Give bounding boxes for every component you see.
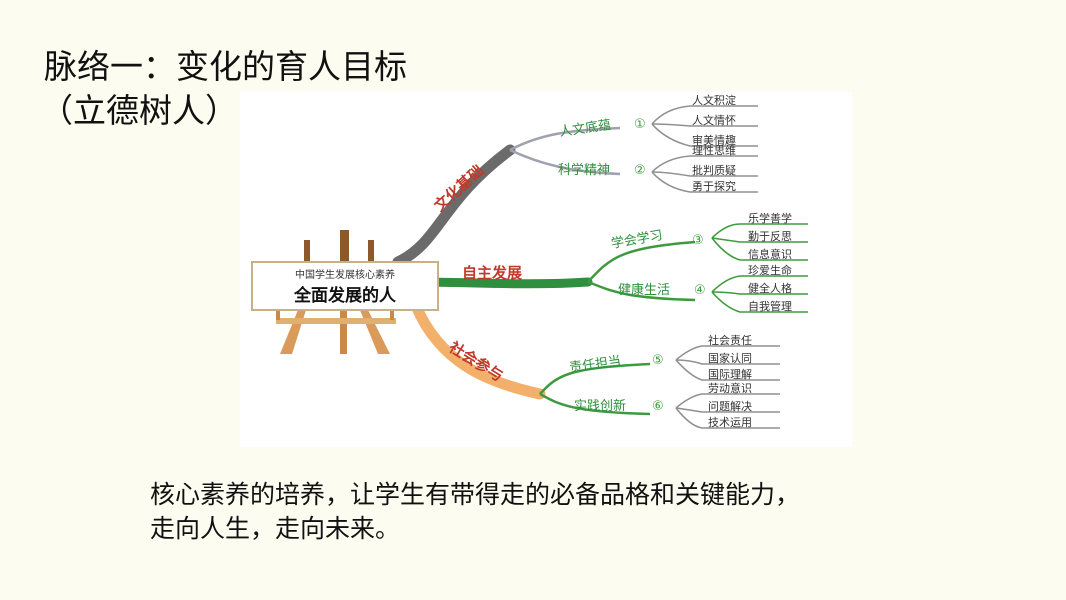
branch-label-1: 文化基础: [431, 161, 488, 215]
center-node-line1: 中国学生发展核心素养: [295, 268, 395, 281]
sub-num-3: ③: [692, 233, 704, 248]
slide-title: 脉络一：变化的育人目标: [44, 47, 407, 86]
center-node: 中国学生发展核心素养 全面发展的人: [251, 261, 439, 311]
leaf-labels: 人文积淀 人文情怀 审美情趣 理性思维 批判质疑 勇于探究 乐学善学 勤于反思 …: [692, 93, 792, 429]
leaf-1-2: 人文情怀: [692, 113, 736, 127]
leaf-4-1: 珍爱生命: [748, 263, 792, 277]
sub-label-6: 实践创新: [574, 398, 626, 414]
leaf-6-1: 劳动意识: [708, 381, 752, 395]
leaf-1-3: 审美情趣: [692, 133, 736, 147]
leaf-4-3: 自我管理: [748, 299, 792, 313]
leaf-5-1: 社会责任: [708, 333, 752, 347]
leaf-1-1: 人文积淀: [692, 93, 736, 107]
sub-label-4: 健康生活: [618, 282, 670, 298]
leaf-3-1: 乐学善学: [748, 211, 792, 225]
sub-label-5: 责任担当: [568, 354, 622, 376]
leaf-5-2: 国家认同: [708, 351, 752, 365]
leaf-3-3: 信息意识: [748, 247, 792, 261]
sub-num-5: ⑤: [652, 353, 664, 368]
sub-num-4: ④: [694, 283, 706, 298]
leaf-3-2: 勤于反思: [748, 230, 792, 243]
sub-label-3: 学会学习: [610, 227, 664, 252]
leaf-4-2: 健全人格: [748, 281, 792, 295]
sub-num-2: ②: [634, 163, 646, 178]
leaf-lines: [651, 105, 808, 429]
mindmap-diagram: 中国学生发展核心素养 全面发展的人 文化基础 自主发展 社会参与 人文底蕴 ① …: [251, 93, 808, 429]
leaf-6-2: 问题解决: [708, 399, 752, 413]
leaf-2-3: 勇于探究: [692, 179, 736, 193]
caption-line-1: 核心素养的培养，让学生有带得走的必备品格和关键能力，: [150, 480, 801, 509]
caption-line-2: 走向人生，走向未来。: [150, 514, 401, 543]
slide-subtitle: （立德树人）: [40, 91, 238, 130]
caption: 核心素养的培养，让学生有带得走的必备品格和关键能力， 走向人生，走向未来。: [150, 478, 800, 546]
branch-label-2: 自主发展: [462, 264, 522, 282]
sub-num-1: ①: [634, 117, 646, 132]
sub-branch-lines: [509, 126, 696, 416]
sub-label-1: 人文底蕴: [558, 117, 612, 140]
sub-num-6: ⑥: [652, 399, 664, 414]
leaf-2-2: 批判质疑: [692, 163, 736, 177]
leaf-2-1: 理性思维: [692, 143, 736, 157]
sub-label-2: 科学精神: [558, 162, 610, 178]
leaf-6-3: 技术运用: [708, 416, 752, 429]
leaf-5-3: 国际理解: [708, 367, 752, 381]
center-node-line2: 全面发展的人: [293, 285, 397, 306]
mindmap-image: 中国学生发展核心素养 全面发展的人 文化基础 自主发展 社会参与 人文底蕴 ① …: [240, 92, 852, 447]
easel-icon: [276, 230, 396, 354]
